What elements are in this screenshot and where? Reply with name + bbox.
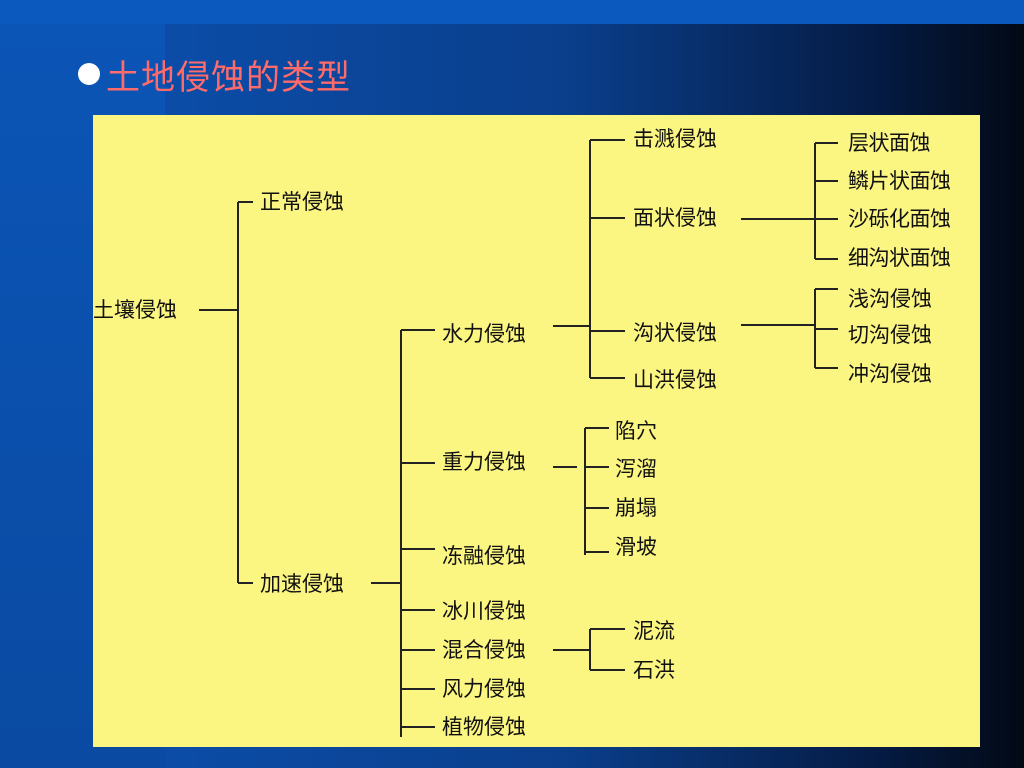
bullet-icon	[78, 63, 100, 85]
slide-title-text: 土地侵蚀的类型	[106, 57, 351, 98]
diagram-panel: 土壤侵蚀 正常侵蚀 加速侵蚀 水力侵蚀 重力侵蚀 冻融侵蚀 冰川侵蚀 混合侵蚀 …	[93, 115, 980, 747]
node-sheet: 面状侵蚀	[633, 206, 717, 230]
node-rockflow: 石洪	[633, 658, 675, 682]
slide-title: 土地侵蚀的类型	[78, 52, 351, 98]
node-gravel: 沙砾化面蚀	[848, 207, 951, 231]
node-scale: 鳞片状面蚀	[848, 169, 951, 193]
node-plant: 植物侵蚀	[442, 715, 526, 739]
node-landslip: 崩塌	[615, 496, 657, 520]
node-root: 土壤侵蚀	[93, 298, 177, 322]
node-mixed: 混合侵蚀	[442, 638, 526, 662]
node-wash: 冲沟侵蚀	[848, 362, 932, 386]
node-slump: 泻溜	[615, 457, 657, 481]
node-splash: 击溅侵蚀	[633, 127, 717, 151]
node-mudflow: 泥流	[633, 619, 675, 643]
node-gully: 沟状侵蚀	[633, 321, 717, 345]
node-wind: 风力侵蚀	[442, 677, 526, 701]
node-freeze-thaw: 冻融侵蚀	[442, 544, 526, 568]
node-water: 水力侵蚀	[442, 322, 526, 346]
node-shallow: 浅沟侵蚀	[848, 287, 932, 311]
node-layer: 层状面蚀	[848, 131, 931, 155]
node-normal: 正常侵蚀	[260, 190, 344, 214]
node-flood: 山洪侵蚀	[633, 368, 717, 392]
node-landslide: 滑坡	[615, 535, 657, 559]
node-glacier: 冰川侵蚀	[442, 599, 526, 623]
node-accelerated: 加速侵蚀	[260, 572, 344, 596]
node-rill: 细沟状面蚀	[848, 246, 951, 270]
node-gravity: 重力侵蚀	[442, 450, 526, 474]
tree-connectors	[199, 139, 838, 737]
node-cut: 切沟侵蚀	[848, 323, 932, 347]
node-collapse: 陷穴	[615, 419, 657, 443]
